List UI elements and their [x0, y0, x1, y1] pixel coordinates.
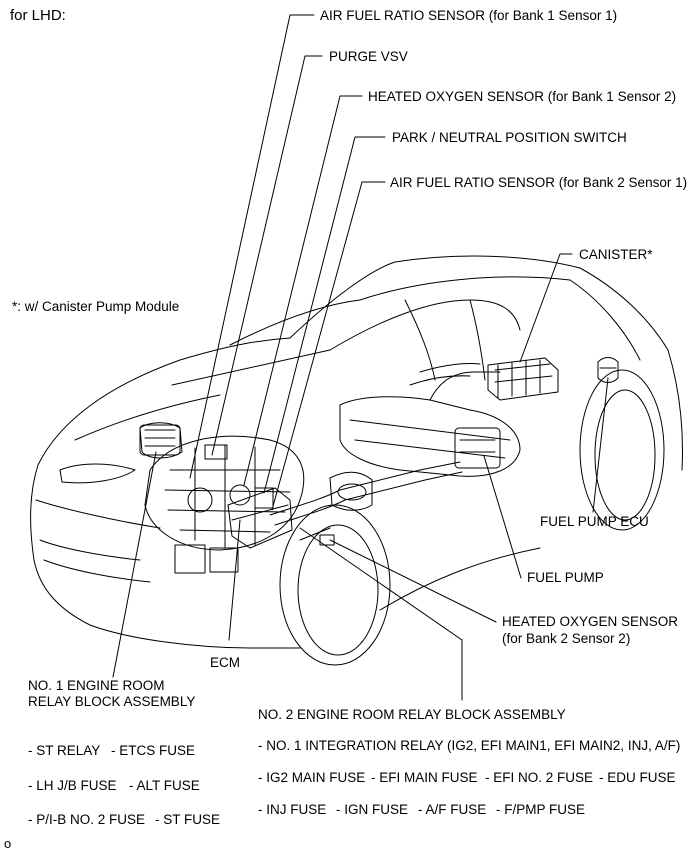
- callout-canister: CANISTER*: [579, 247, 653, 262]
- variant-label: for LHD:: [10, 7, 66, 24]
- relay-block-1-item: - ST RELAY: [28, 743, 101, 758]
- callout-fuel-pump: FUEL PUMP: [527, 570, 604, 585]
- callout-ho2-b2s2-line1: HEATED OXYGEN SENSOR: [502, 614, 679, 629]
- relay-block-2-item: - INJ FUSE: [258, 802, 327, 817]
- callout-park-neutral-switch: PARK / NEUTRAL POSITION SWITCH: [392, 130, 627, 145]
- relay-block-1-item: - ETCS FUSE: [111, 743, 196, 758]
- relay-block-2-item: - IG2 MAIN FUSE: [258, 770, 366, 785]
- callout-ho2-b2s2-line2: (for Bank 2 Sensor 2): [502, 631, 631, 646]
- engine-cluster: [139, 424, 305, 574]
- fuel-pump-ecu-part: [597, 357, 619, 383]
- relay-block-2-item: - A/F FUSE: [418, 802, 487, 817]
- callout-relay-block-1-line1: NO. 1 ENGINE ROOM: [28, 678, 165, 693]
- callout-relay-block-2: NO. 2 ENGINE ROOM RELAY BLOCK ASSEMBLY: [258, 707, 566, 722]
- relay-block-2-item: - NO. 1 INTEGRATION RELAY (IG2, EFI MAIN…: [258, 738, 681, 753]
- car-body-outline: [30, 255, 683, 666]
- relay-block-1-item: - LH J/B FUSE: [28, 778, 117, 793]
- callout-ecm: ECM: [210, 655, 240, 670]
- callout-ho2-b1s2: HEATED OXYGEN SENSOR (for Bank 1 Sensor …: [368, 89, 677, 104]
- relay-block-2-item: - F/PMP FUSE: [496, 802, 586, 817]
- fuel-tank: [339, 363, 521, 477]
- callout-purge-vsv: PURGE VSV: [329, 49, 408, 64]
- footer-mark: o: [4, 836, 12, 851]
- relay-block-1-item: - P/I-B NO. 2 FUSE: [28, 812, 146, 827]
- relay-block-1-item: - ALT FUSE: [129, 778, 200, 793]
- canister-footnote: *: w/ Canister Pump Module: [12, 299, 180, 314]
- relay-block-2-item: - EDU FUSE: [599, 770, 676, 785]
- callout-fuel-pump-ecu: FUEL PUMP ECU: [540, 514, 649, 529]
- callout-af-sensor-b2s1: AIR FUEL RATIO SENSOR (for Bank 2 Sensor…: [390, 175, 688, 190]
- relay-block-2-item: - IGN FUSE: [336, 802, 409, 817]
- exhaust-system: [269, 461, 463, 546]
- relay-block-1-item: - ST FUSE: [155, 812, 221, 827]
- relay-block-2-item: - EFI MAIN FUSE: [371, 770, 478, 785]
- relay-block-2-item: - EFI NO. 2 FUSE: [485, 770, 594, 785]
- callout-relay-block-1-line2: RELAY BLOCK ASSEMBLY: [28, 694, 196, 709]
- relay-block-1-part: [139, 422, 183, 459]
- canister: [487, 357, 559, 401]
- leader-lines: [112, 14, 609, 701]
- callout-af-sensor-b1s1: AIR FUEL RATIO SENSOR (for Bank 1 Sensor…: [320, 8, 618, 23]
